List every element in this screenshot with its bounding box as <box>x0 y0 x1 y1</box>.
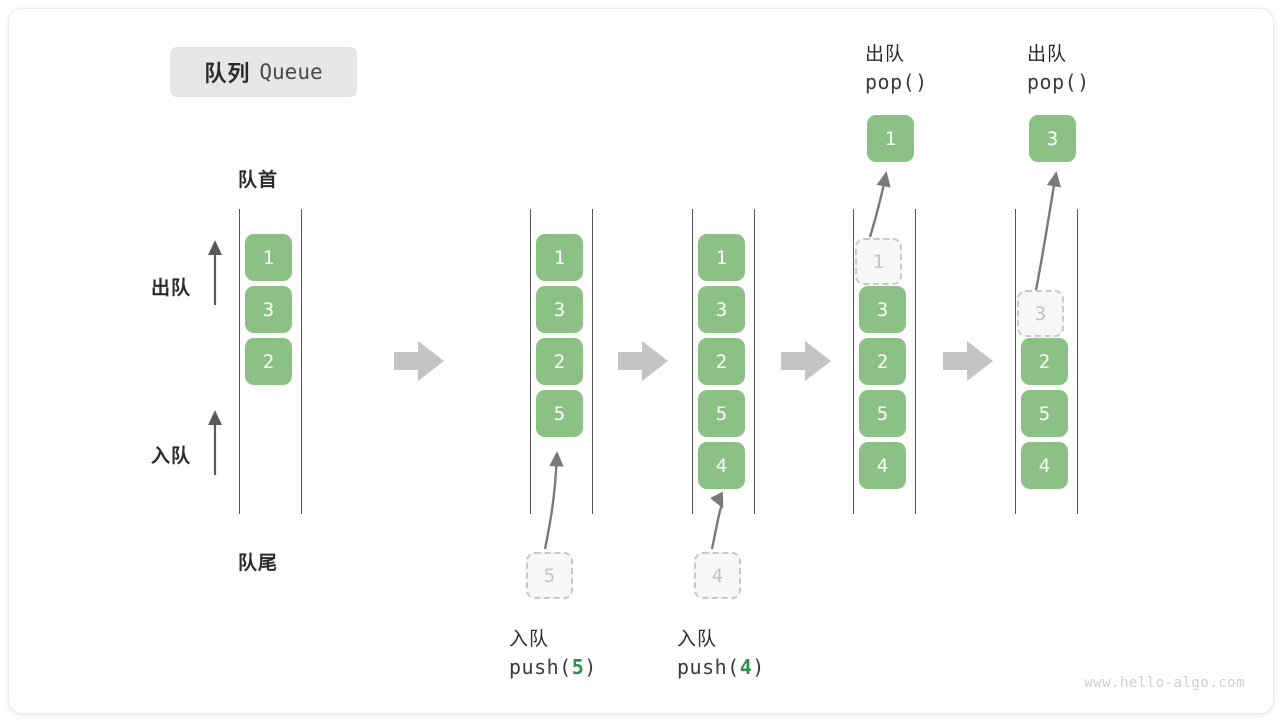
caption-cn: 入队 <box>677 629 718 650</box>
queue-rail-right-4 <box>915 209 916 514</box>
queue-cell: 3 <box>698 286 745 333</box>
caption-code: push(5) <box>509 655 597 679</box>
queue-cell: 2 <box>1021 338 1068 385</box>
push-arrow-4 <box>709 491 724 550</box>
queue-rail-right-1 <box>301 209 302 514</box>
caption-push-5: 入队 push(5) <box>509 624 597 679</box>
queue-rail-left-5 <box>1015 209 1016 514</box>
caption-code: pop() <box>865 70 928 94</box>
ghost-cell-pop: 3 <box>1017 290 1064 337</box>
step-arrow <box>618 341 668 381</box>
queue-rear-label: 队尾 <box>238 553 279 574</box>
queue-cell: 3 <box>536 286 583 333</box>
push-arrow-5 <box>543 451 564 550</box>
queue-rail-right-5 <box>1077 209 1078 514</box>
watermark: www.hello-algo.com <box>1084 675 1245 691</box>
caption-cn: 入队 <box>509 629 550 650</box>
diagram-canvas: 队列 Queue 队首 队尾 出队 入队 1 3 2 1 3 2 5 5 入队 … <box>8 8 1274 714</box>
arrows-overlay <box>207 171 1061 550</box>
caption-pop-1: 出队 pop() <box>865 39 928 94</box>
caption-code: pop() <box>1027 70 1090 94</box>
queue-cell: 4 <box>859 442 906 489</box>
queue-rail-right-3 <box>754 209 755 514</box>
queue-rail-left-1 <box>239 209 240 514</box>
ghost-cell-push: 4 <box>694 552 741 599</box>
title-en: Queue <box>259 60 323 84</box>
ghost-cell-pop: 1 <box>855 238 902 285</box>
popped-cell: 3 <box>1029 115 1076 162</box>
pop-arrow-1 <box>868 171 891 238</box>
queue-cell: 5 <box>698 390 745 437</box>
dequeue-direction-label: 出队 <box>151 278 192 299</box>
title-badge: 队列 Queue <box>170 47 357 97</box>
caption-pop-3: 出队 pop() <box>1027 39 1090 94</box>
ghost-cell-push: 5 <box>526 552 573 599</box>
queue-cell: 4 <box>1021 442 1068 489</box>
title-cn: 队列 <box>204 61 251 86</box>
queue-rail-left-4 <box>853 209 854 514</box>
pop-arrow-3 <box>1034 171 1061 291</box>
queue-cell: 3 <box>859 286 906 333</box>
queue-cell: 1 <box>536 234 583 281</box>
queue-cell-new: 5 <box>536 390 583 437</box>
step-arrow <box>394 341 444 381</box>
queue-cell: 1 <box>698 234 745 281</box>
caption-value: 5 <box>571 655 585 679</box>
step-arrow <box>781 341 831 381</box>
queue-cell: 1 <box>245 234 292 281</box>
queue-cell: 2 <box>245 338 292 385</box>
queue-cell: 3 <box>245 286 292 333</box>
popped-cell: 1 <box>867 115 914 162</box>
queue-rail-left-2 <box>530 209 531 514</box>
queue-cell-new: 4 <box>698 442 745 489</box>
queue-cell: 5 <box>1021 390 1068 437</box>
queue-cell: 2 <box>859 338 906 385</box>
caption-cn: 出队 <box>1027 44 1068 65</box>
caption-cn: 出队 <box>865 44 906 65</box>
caption-value: 4 <box>739 655 753 679</box>
queue-cell: 5 <box>859 390 906 437</box>
queue-rail-right-2 <box>592 209 593 514</box>
enqueue-direction-label: 入队 <box>151 446 192 467</box>
step-arrow <box>943 341 993 381</box>
caption-code: push(4) <box>677 655 765 679</box>
queue-cell: 2 <box>536 338 583 385</box>
queue-rail-left-3 <box>692 209 693 514</box>
caption-push-4: 入队 push(4) <box>677 624 765 679</box>
queue-cell: 2 <box>698 338 745 385</box>
queue-front-label: 队首 <box>238 170 279 191</box>
